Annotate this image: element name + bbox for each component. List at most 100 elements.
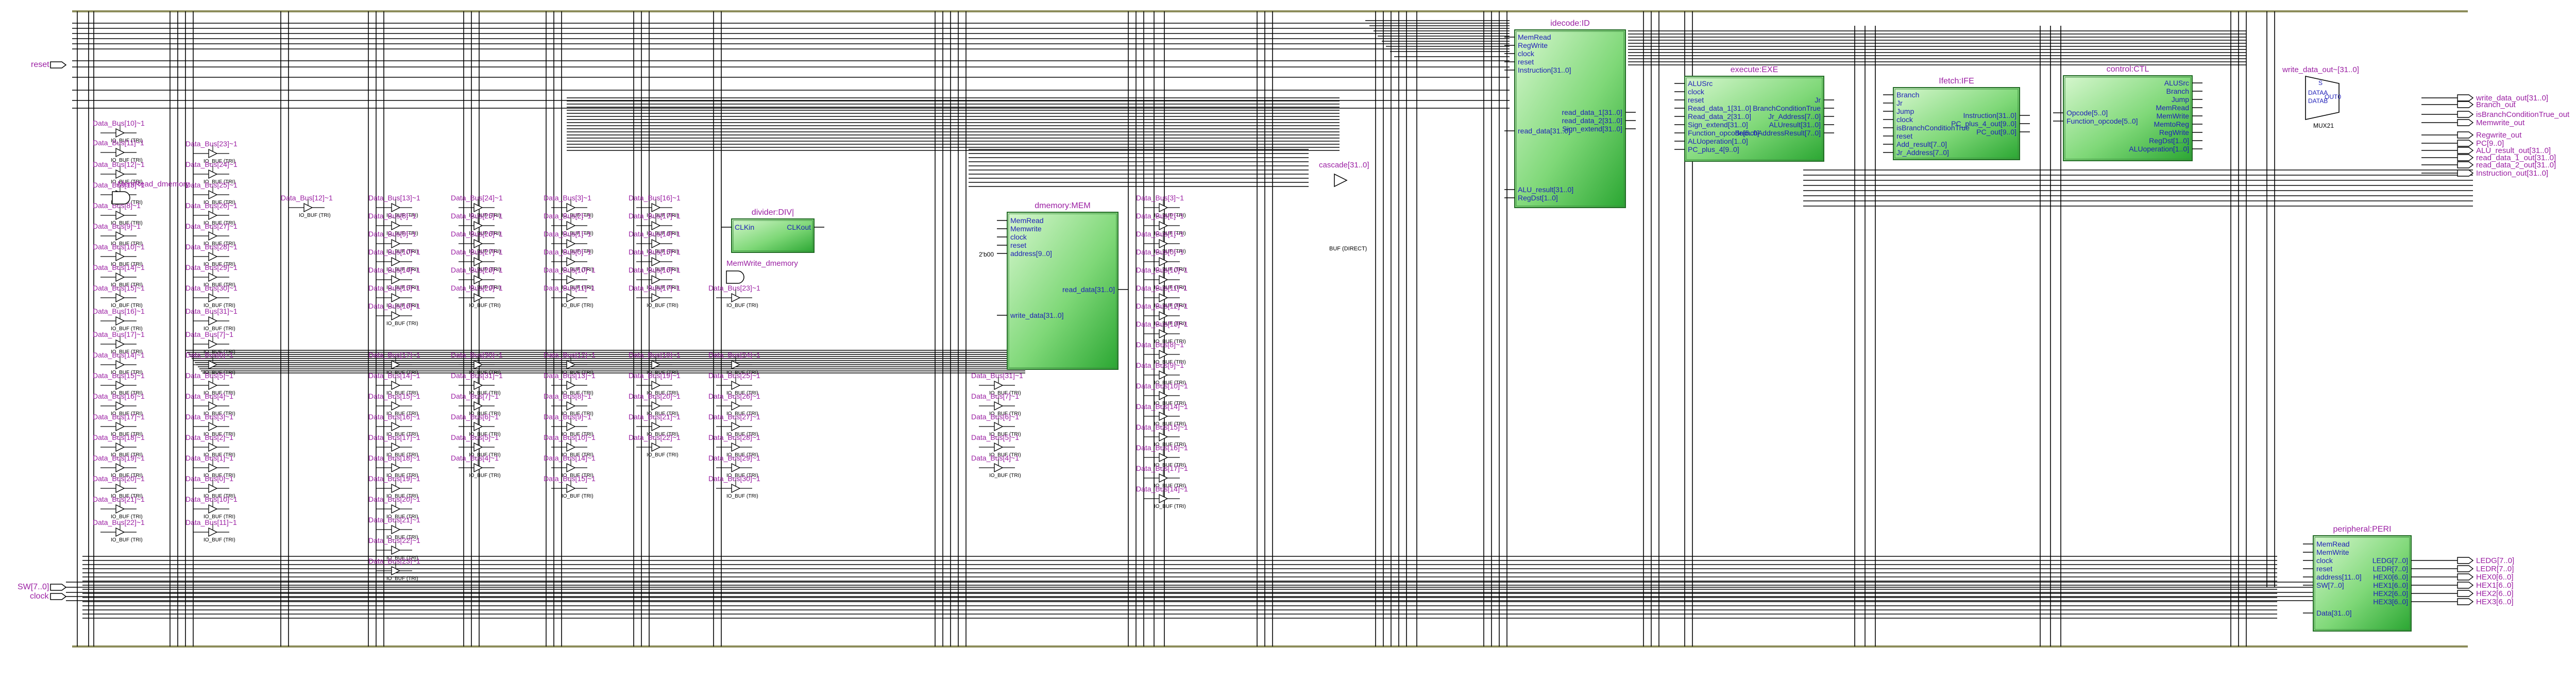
tri-state-buffer[interactable]: Data_Bus[1]~1IO_BUF (TRI) xyxy=(185,454,235,479)
output-pin[interactable]: PC[9..0] xyxy=(2421,139,2504,148)
tri-state-buffer[interactable]: Data_Bus[2]~1IO_BUF (TRI) xyxy=(185,433,235,458)
output-pin[interactable]: HEX1[6..0] xyxy=(2421,581,2514,590)
output-pin[interactable]: Instruction_out[31..0] xyxy=(2421,169,2548,178)
tri-state-buffer[interactable]: Data_Bus[15]~1IO_BUF (TRI) xyxy=(629,248,681,273)
tri-state-buffer[interactable]: Data_Bus[14]~1IO_BUF (TRI) xyxy=(544,454,596,479)
tri-state-buffer[interactable]: Data_Bus[19]~1IO_BUF (TRI) xyxy=(629,371,681,396)
tri-state-buffer[interactable]: Data_Bus[10]~1IO_BUF (TRI) xyxy=(1136,266,1188,291)
tri-state-buffer[interactable]: Data_Bus[2]~1IO_BUF (TRI) xyxy=(1136,212,1186,236)
tri-state-buffer[interactable]: Data_Bus[22]~1IO_BUF (TRI) xyxy=(93,518,145,543)
tri-state-buffer[interactable]: Data_Bus[17]~1IO_BUF (TRI) xyxy=(93,413,145,437)
tri-state-buffer[interactable]: Data_Bus[6]~1IO_BUF (TRI) xyxy=(451,413,501,437)
tri-state-buffer[interactable]: Data_Bus[23]~1IO_BUF (TRI) xyxy=(368,557,420,582)
tri-state-buffer[interactable]: Data_Bus[30]~1IO_BUF (TRI) xyxy=(185,284,238,309)
tri-state-buffer[interactable]: Data_Bus[17]~1IO_BUF (TRI) xyxy=(629,284,681,309)
tri-state-buffer[interactable]: Data_Bus[1]~1IO_BUF (TRI) xyxy=(1136,230,1186,254)
clock-pin[interactable]: clock xyxy=(30,592,67,601)
output-pin[interactable]: HEX0[6..0] xyxy=(2421,573,2514,582)
mem-write-gate[interactable]: MemWrite_dmemory xyxy=(726,259,798,284)
tri-state-buffer[interactable]: Data_Bus[16]~1IO_BUF (TRI) xyxy=(368,302,420,327)
tri-state-buffer[interactable]: Data_Bus[23]~1IO_BUF (TRI) xyxy=(185,140,238,164)
tri-state-buffer[interactable]: Data_Bus[21]~1IO_BUF (TRI) xyxy=(368,516,420,540)
tri-state-buffer[interactable]: Data_Bus[21]~1IO_BUF (TRI) xyxy=(93,495,145,520)
tri-state-buffer[interactable]: Data_Bus[24]~1IO_BUF (TRI) xyxy=(708,351,760,376)
tri-state-buffer[interactable]: Data_Bus[22]~1IO_BUF (TRI) xyxy=(368,536,420,561)
tri-state-buffer[interactable]: Data_Bus[11]~1IO_BUF (TRI) xyxy=(1136,284,1188,309)
tri-state-buffer[interactable]: Data_Bus[13]~1IO_BUF (TRI) xyxy=(1136,320,1188,345)
tri-state-buffer[interactable]: Data_Bus[3]~1IO_BUF (TRI) xyxy=(1136,194,1186,218)
tri-state-buffer[interactable]: Data_Bus[13]~1IO_BUF (TRI) xyxy=(544,371,596,396)
output-pin[interactable]: Regwrite_out xyxy=(2421,131,2522,140)
tri-state-buffer[interactable]: Data_Bus[12]~1IO_BUF (TRI) xyxy=(281,194,333,218)
tri-state-buffer[interactable]: Data_Bus[21]~1IO_BUF (TRI) xyxy=(629,413,681,437)
tri-state-buffer[interactable]: Data_Bus[5]~1IO_BUF (TRI) xyxy=(185,371,235,396)
tri-state-buffer[interactable]: Data_Bus[16]~1IO_BUF (TRI) xyxy=(629,194,681,218)
tri-state-buffer[interactable]: Data_Bus[28]~1IO_BUF (TRI) xyxy=(708,433,760,458)
output-pin[interactable]: Memwrite_out xyxy=(2421,118,2525,127)
tri-state-buffer[interactable]: Data_Bus[2]~1IO_BUF (TRI) xyxy=(544,212,594,236)
cascade-buffer[interactable]: cascade[31..0] BUF (DIRECT) xyxy=(1319,161,1369,252)
output-pin[interactable]: LEDR[7..0] xyxy=(2421,565,2514,573)
tri-state-buffer[interactable]: Data_Bus[11]~1IO_BUF (TRI) xyxy=(544,284,595,309)
tri-state-buffer[interactable]: Data_Bus[17]~1IO_BUF (TRI) xyxy=(93,330,145,355)
tri-state-buffer[interactable]: Data_Bus[8]~1IO_BUF (TRI) xyxy=(1136,341,1186,365)
output-pin[interactable]: HEX3[6..0] xyxy=(2421,598,2514,606)
execute-block[interactable]: execute:EXEALUSrcclockresetRead_data_1[3… xyxy=(1674,65,1834,162)
output-pin[interactable]: LEDG[7..0] xyxy=(2421,556,2514,565)
idecode-block[interactable]: idecode:IDMemReadRegWriteclockresetInstr… xyxy=(1504,19,1636,208)
tri-state-buffer[interactable]: Data_Bus[20]~1IO_BUF (TRI) xyxy=(368,495,420,520)
tri-state-buffer[interactable]: Data_Bus[10]~1IO_BUF (TRI) xyxy=(93,119,145,144)
tri-state-buffer[interactable]: Data_Bus[15]~1IO_BUF (TRI) xyxy=(93,371,145,396)
tri-state-buffer[interactable]: Data_Bus[11]~1IO_BUF (TRI) xyxy=(185,518,237,543)
sw-pin[interactable]: SW[7..0] xyxy=(18,583,67,591)
tri-state-buffer[interactable]: Data_Bus[27]~1IO_BUF (TRI) xyxy=(185,222,238,247)
tri-state-buffer[interactable]: Data_Bus[10]~1IO_BUF (TRI) xyxy=(93,243,145,267)
output-pin[interactable]: read_data_2_out[31..0] xyxy=(2421,161,2556,169)
tri-state-buffer[interactable]: Data_Bus[14]~1IO_BUF (TRI) xyxy=(1136,402,1188,427)
tri-state-buffer[interactable]: Data_Bus[17]~1IO_BUF (TRI) xyxy=(1136,464,1188,489)
tri-state-buffer[interactable]: Data_Bus[26]~1IO_BUF (TRI) xyxy=(708,392,760,417)
output-pin[interactable]: ALU_result_out[31..0] xyxy=(2421,146,2551,155)
tri-state-buffer[interactable]: Data_Bus[15]~1IO_BUF (TRI) xyxy=(544,474,596,499)
tri-state-buffer[interactable]: Data_Bus[7]~1IO_BUF (TRI) xyxy=(451,392,501,417)
tri-state-buffer[interactable]: Data_Bus[20]~1IO_BUF (TRI) xyxy=(93,474,145,499)
tri-state-buffer[interactable]: Data_Bus[9]~1IO_BUF (TRI) xyxy=(544,413,594,437)
tri-state-buffer[interactable]: Data_Bus[18]~1IO_BUF (TRI) xyxy=(629,351,681,376)
tri-state-buffer[interactable]: Data_Bus[22]~1IO_BUF (TRI) xyxy=(629,433,681,458)
tri-state-buffer[interactable]: Data_Bus[24]~1IO_BUF (TRI) xyxy=(185,160,238,185)
control-block[interactable]: control:CTLOpcode[5..0]Function_opcode[5… xyxy=(2053,65,2202,161)
tri-state-buffer[interactable]: Data_Bus[4]~1IO_BUF (TRI) xyxy=(451,454,501,479)
tri-state-buffer[interactable]: Data_Bus[5]~1IO_BUF (TRI) xyxy=(451,433,501,458)
tri-state-buffer[interactable]: Data_Bus[19]~1IO_BUF (TRI) xyxy=(368,474,420,499)
tri-state-buffer[interactable]: Data_Bus[14]~1IO_BUF (TRI) xyxy=(93,351,145,376)
tri-state-buffer[interactable]: Data_Bus[26]~1IO_BUF (TRI) xyxy=(185,201,238,226)
peripheral-block[interactable]: peripheral:PERIMemReadMemWriteclockreset… xyxy=(2303,525,2421,632)
tri-state-buffer[interactable]: Data_Bus[10]~1IO_BUF (TRI) xyxy=(1136,382,1188,406)
tri-state-buffer[interactable]: Data_Bus[16]~1IO_BUF (TRI) xyxy=(93,392,145,417)
write-data-mux[interactable]: write_data_out~[31..0] S DATAA DATAB OUT… xyxy=(2282,65,2359,129)
tri-state-buffer[interactable]: Data_Bus[31]~1IO_BUF (TRI) xyxy=(185,307,238,332)
tri-state-buffer[interactable]: Data_Bus[29]~1IO_BUF (TRI) xyxy=(185,263,238,288)
output-pin[interactable]: write_data_out[31..0] xyxy=(2421,94,2548,103)
tri-state-buffer[interactable]: Data_Bus[23]~1IO_BUF (TRI) xyxy=(708,284,760,309)
tri-state-buffer[interactable]: Data_Bus[25]~1IO_BUF (TRI) xyxy=(185,181,238,206)
mem-read-gate[interactable]: MemRead_dmemory xyxy=(112,180,190,205)
tri-state-buffer[interactable]: Data_Bus[14]~1IO_BUF (TRI) xyxy=(368,371,420,396)
tri-state-buffer[interactable]: Data_Bus[17]~1IO_BUF (TRI) xyxy=(629,212,681,236)
tri-state-buffer[interactable]: Data_Bus[14]~1IO_BUF (TRI) xyxy=(93,263,145,288)
tri-state-buffer[interactable]: Data_Bus[30]~1IO_BUF (TRI) xyxy=(451,351,503,376)
tri-state-buffer[interactable]: Data_Bus[15]~1IO_BUF (TRI) xyxy=(1136,423,1188,448)
tri-state-buffer[interactable]: Data_Bus[3]~1IO_BUF (TRI) xyxy=(185,413,235,437)
tri-state-buffer[interactable]: Data_Bus[12]~1IO_BUF (TRI) xyxy=(1136,302,1188,327)
tri-state-buffer[interactable]: Data_Bus[30]~1IO_BUF (TRI) xyxy=(708,474,760,499)
tri-state-buffer[interactable]: Data_Bus[13]~1IO_BUF (TRI) xyxy=(368,194,420,218)
tri-state-buffer[interactable]: Data_Bus[6]~1IO_BUF (TRI) xyxy=(185,351,235,376)
tri-state-buffer[interactable]: Data_Bus[14]~1IO_BUF (TRI) xyxy=(629,230,681,254)
tri-state-buffer[interactable]: Data_Bus[27]~1IO_BUF (TRI) xyxy=(708,413,760,437)
tri-state-buffer[interactable]: Data_Bus[29]~1IO_BUF (TRI) xyxy=(451,284,503,309)
tri-state-buffer[interactable]: Data_Bus[7]~1IO_BUF (TRI) xyxy=(185,330,235,355)
tri-state-buffer[interactable]: Data_Bus[16]~1IO_BUF (TRI) xyxy=(1136,444,1188,468)
tri-state-buffer[interactable]: Data_Bus[19]~1IO_BUF (TRI) xyxy=(93,454,145,479)
tri-state-buffer[interactable]: Data_Bus[14]~1IO_BUF (TRI) xyxy=(368,266,420,291)
tri-state-buffer[interactable]: Data_Bus[27]~1IO_BUF (TRI) xyxy=(451,248,503,273)
